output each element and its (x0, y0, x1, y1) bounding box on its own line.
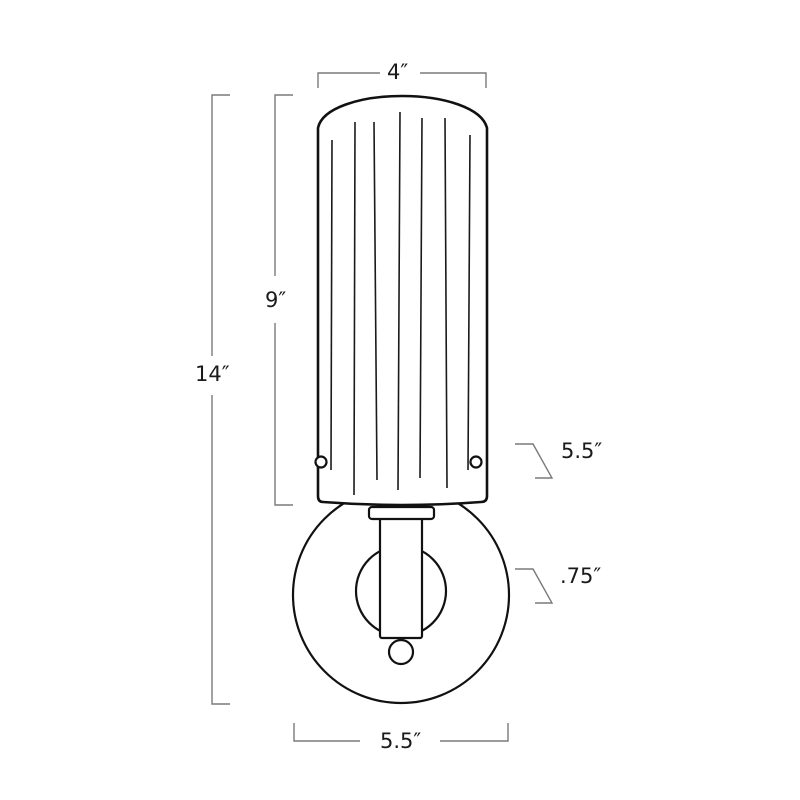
flute-lines (330, 111, 471, 496)
collar (367, 505, 436, 521)
backplate-width-bracket (293, 723, 509, 742)
mounting-screw-right (469, 455, 483, 469)
backplate-depth-label: .75″ (560, 564, 602, 588)
extension-label: 5.5″ (561, 439, 603, 463)
backplate-width-label: 5.5″ (380, 729, 422, 753)
shade-height-bracket (274, 94, 293, 506)
mounting-screw-left (314, 455, 328, 469)
extension-leader (515, 443, 554, 479)
shade (316, 94, 489, 507)
shade-width-label: 4″ (387, 60, 409, 84)
overall-height-label: 14″ (195, 362, 230, 386)
finial-knob (387, 638, 415, 666)
depth-leader (515, 568, 554, 604)
shade-height-label: 9″ (265, 288, 287, 312)
overall-height-bracket (211, 94, 230, 705)
arm-stem (378, 514, 424, 640)
shade-width-bracket (317, 72, 487, 88)
